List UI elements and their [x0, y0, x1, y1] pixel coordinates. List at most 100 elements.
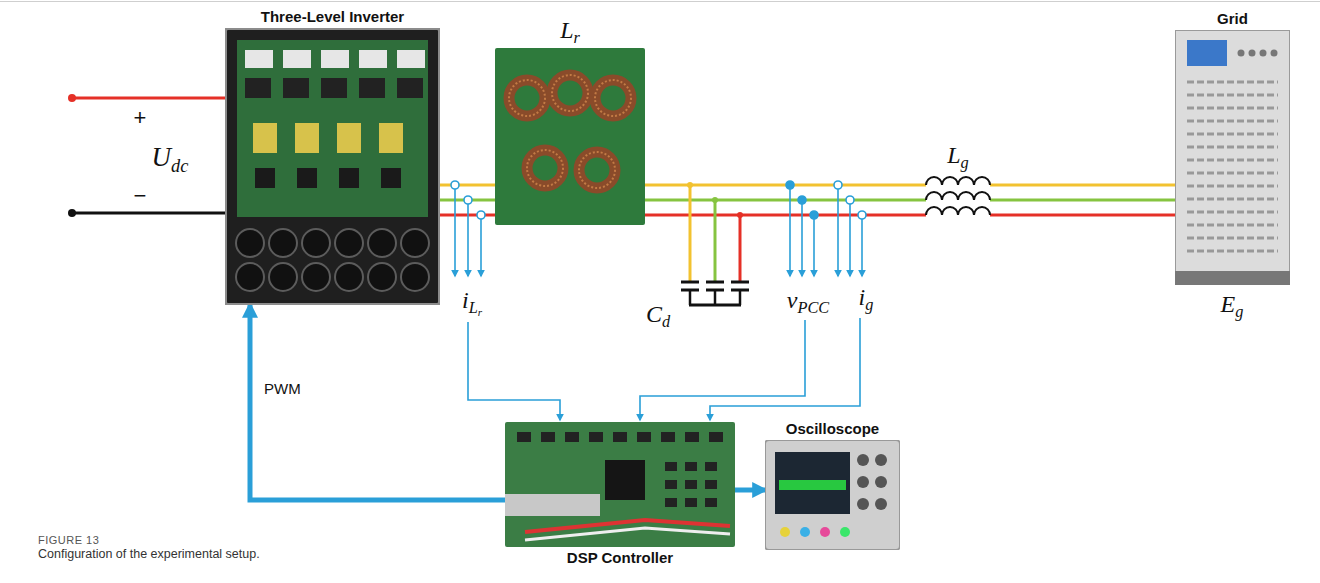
scope-trace	[779, 480, 846, 490]
signal-symbol: Eg	[1221, 291, 1244, 317]
vent-slot	[1187, 120, 1278, 123]
equipment-photo: Grid	[1175, 8, 1290, 285]
signal-symbol: Cd	[646, 301, 670, 327]
relay	[245, 50, 273, 68]
figure-label: +	[134, 105, 147, 130]
capacitor-plate	[681, 281, 699, 284]
vent-slot	[1187, 185, 1278, 188]
measurement-arrow	[480, 219, 482, 276]
photo-illustration	[225, 28, 440, 305]
ribbon-cable	[505, 494, 600, 516]
relay	[359, 50, 387, 68]
scope-knob	[857, 476, 869, 488]
current-sensor	[477, 211, 485, 219]
dc-capacitor	[335, 263, 363, 291]
junction-dot	[687, 182, 693, 188]
current-sensor	[858, 211, 866, 219]
relay	[397, 78, 423, 98]
equipment-label: Three-Level Inverter	[261, 6, 404, 28]
driver-chip	[379, 123, 403, 153]
grid-base	[1175, 271, 1290, 285]
phase-wire	[645, 184, 1175, 187]
toroid-inductor	[509, 80, 545, 116]
feedback-wire	[640, 320, 805, 420]
connector	[645, 185, 1175, 215]
vent-slot	[1187, 133, 1278, 136]
junction-dot	[737, 212, 743, 218]
dc-capacitor	[401, 263, 429, 291]
signal-arrow	[735, 488, 765, 493]
grid-button	[1249, 50, 1256, 57]
figure-caption: Configuration of the experimental setup.	[38, 547, 260, 561]
caption-holder: Configuration of the experimental setup.	[38, 548, 260, 562]
scope-screen	[775, 452, 850, 514]
terminal-dot	[68, 94, 76, 102]
driver-chip	[337, 123, 361, 153]
signal-symbol: Lg	[947, 142, 969, 168]
scope-knob	[875, 476, 887, 488]
ic-chip	[589, 432, 603, 442]
vent-slot	[1187, 94, 1278, 97]
capacitor-lead	[714, 200, 717, 281]
toroid-winding	[552, 75, 588, 111]
ic-chip	[705, 462, 717, 471]
label-holder: Udc	[152, 143, 189, 173]
dc-capacitor	[269, 263, 297, 291]
dc-capacitor	[368, 263, 396, 291]
label-holder: +	[134, 106, 147, 130]
power-module	[255, 168, 275, 188]
inverter-housing	[225, 28, 440, 305]
ic-chip	[613, 432, 627, 442]
inductor-coil	[926, 207, 990, 215]
equipment-label: Grid	[1217, 8, 1248, 30]
relay	[321, 50, 349, 68]
ic-chip	[685, 498, 697, 507]
voltage-tap	[798, 196, 806, 204]
dc-negative-wire	[72, 212, 240, 215]
capacitor-lead	[739, 290, 742, 305]
signal-symbol: Udc	[152, 142, 189, 172]
signal-arrow	[250, 305, 505, 500]
capacitor-lead	[714, 290, 717, 305]
equipment-photo: Oscilloscope	[765, 418, 900, 550]
relay	[321, 78, 347, 98]
power-module	[297, 168, 317, 188]
power-module	[381, 168, 401, 188]
vent-slot	[1187, 250, 1278, 253]
current-sensor	[451, 181, 459, 189]
current-sensor	[464, 196, 472, 204]
dc-capacitor	[269, 229, 297, 257]
relay	[283, 50, 311, 68]
toroid-winding	[595, 80, 631, 116]
label-holder: −	[134, 184, 147, 208]
measurement-arrow	[861, 219, 863, 276]
phase-wire	[440, 184, 495, 187]
dsp-pcb	[505, 422, 735, 547]
capacitor-lead	[689, 185, 692, 281]
dc-capacitor	[335, 229, 363, 257]
connector	[250, 305, 505, 500]
scope-knob	[875, 454, 887, 466]
dc-capacitor	[368, 229, 396, 257]
vent-slot	[1187, 224, 1278, 227]
vent-slot	[1187, 237, 1278, 240]
equipment-photo: Three-Level Inverter	[225, 6, 440, 305]
top-rule	[0, 1, 1320, 2]
terminal-dot	[68, 209, 76, 217]
dc-capacitor	[302, 263, 330, 291]
grid-button	[1260, 50, 1267, 57]
signal-cable	[525, 528, 730, 540]
driver-chip	[295, 123, 319, 153]
dc-capacitor	[236, 229, 264, 257]
toroid-inductor	[579, 152, 615, 188]
toroid-inductor	[527, 150, 563, 186]
signal-symbol: vPCC	[787, 287, 829, 313]
driver-chip	[253, 123, 277, 153]
measurement-arrow	[789, 189, 791, 276]
label-holder: Cd	[646, 301, 670, 327]
toroid-inductor	[552, 75, 588, 111]
inductor-coil	[926, 192, 990, 200]
measurement-arrow	[849, 204, 851, 276]
vent-slot	[1187, 81, 1278, 84]
